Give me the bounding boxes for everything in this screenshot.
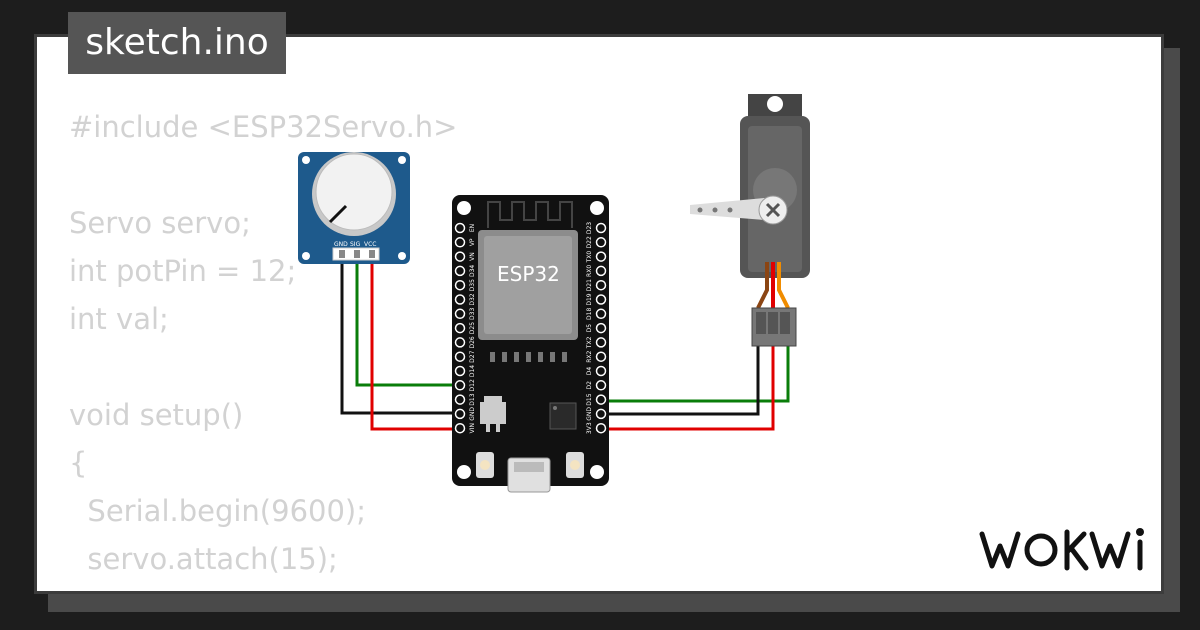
antenna-trace <box>487 201 573 228</box>
esp32-pin-label: D15 <box>586 393 593 405</box>
esp32-pin-label: VN <box>469 252 476 261</box>
servo-cable-brown <box>756 262 769 309</box>
wire-pot-sig-to-d12[interactable] <box>355 255 460 387</box>
pot-pin-label-vcc: VCC <box>364 241 376 248</box>
esp32-pin-label: D27 <box>469 350 476 362</box>
esp32-pin-label: TX0 <box>586 251 593 264</box>
code-line: int val; <box>69 302 169 336</box>
esp32-pin-label: D2 <box>586 381 593 390</box>
esp32-pin-right[interactable] <box>595 337 607 348</box>
esp32-pin-right[interactable] <box>595 222 607 234</box>
esp32-pin-left[interactable] <box>454 294 466 305</box>
esp32-pin-left[interactable] <box>454 279 466 291</box>
esp32-pin-label: D4 <box>586 367 593 376</box>
esp32-pin-left[interactable] <box>454 308 466 320</box>
esp32-pin-label: VP <box>469 238 476 246</box>
esp32-pin-label: D22 <box>586 236 593 248</box>
esp32-board[interactable]: ESP32 ENVPVND34D35D32D33D25D26D27D14D12D… <box>452 195 609 493</box>
pot-pin-label-sig: SIG <box>350 241 361 248</box>
esp32-pin-label: D33 <box>469 307 476 319</box>
esp32-pin-left[interactable] <box>454 394 466 405</box>
code-line: } <box>69 583 457 591</box>
code-line: Serial.begin(9600); <box>69 494 367 528</box>
esp32-pin-label: D18 <box>586 307 593 319</box>
esp32-pin-right[interactable] <box>595 408 607 420</box>
esp32-pin-label: D21 <box>586 279 593 291</box>
code-line: void setup() <box>69 398 244 432</box>
potentiometer[interactable]: GND SIG VCC <box>298 152 410 264</box>
esp32-pin-left[interactable] <box>454 322 466 334</box>
esp32-pin-label: RX2 <box>586 350 593 362</box>
voltage-regulator <box>480 402 506 424</box>
esp32-pin-label: 3V3 <box>586 422 593 434</box>
servo-horn[interactable] <box>690 198 782 220</box>
esp32-pin-label: D5 <box>586 324 593 333</box>
esp32-pin-label: D23 <box>586 222 593 234</box>
wire-servo-signal-to-d15[interactable] <box>602 342 790 403</box>
wire-pot-gnd-to-gnd[interactable] <box>340 255 460 415</box>
esp32-pin-right[interactable] <box>595 365 607 377</box>
pot-pin-label-gnd: GND <box>334 241 348 248</box>
wire-servo-gnd-to-gnd[interactable] <box>602 342 760 416</box>
esp32-pin-label: GND <box>469 407 476 421</box>
esp32-pin-label: D12 <box>469 379 476 391</box>
esp32-pin-label: D34 <box>469 265 476 277</box>
esp32-pin-left[interactable] <box>454 365 466 377</box>
wire-servo-vcc-to-3v3[interactable] <box>602 342 775 431</box>
esp32-pin-label: D35 <box>469 279 476 291</box>
esp32-pin-label: VIN <box>469 423 476 433</box>
wire-pot-vcc-to-vin[interactable] <box>370 255 460 431</box>
esp32-pin-label: D25 <box>469 322 476 334</box>
esp32-pin-label: EN <box>469 224 476 232</box>
esp32-pin-left[interactable] <box>454 222 466 234</box>
esp32-pin-left[interactable] <box>454 237 466 248</box>
esp32-pin-left[interactable] <box>454 422 466 434</box>
esp32-pin-right[interactable] <box>595 422 607 434</box>
code-preview: #include <ESP32Servo.h> Servo servo; int… <box>69 103 458 591</box>
wokwi-logo <box>979 528 1144 571</box>
esp32-pin-left[interactable] <box>454 251 466 262</box>
esp32-pin-left[interactable] <box>454 351 466 362</box>
code-line: #include <ESP32Servo.h> <box>69 110 458 144</box>
esp32-pin-left[interactable] <box>454 265 466 277</box>
code-line: Servo servo; <box>69 206 251 240</box>
esp32-pin-label: D14 <box>469 365 476 377</box>
esp32-pin-label: D26 <box>469 336 476 348</box>
esp32-pin-right[interactable] <box>595 294 607 305</box>
esp32-pin-right[interactable] <box>595 279 607 291</box>
esp32-pin-label: D32 <box>469 293 476 305</box>
filename-tab[interactable]: sketch.ino <box>68 12 286 74</box>
esp32-pin-label: D19 <box>586 293 593 305</box>
esp32-pin-right[interactable] <box>595 380 607 391</box>
servo-motor[interactable] <box>690 94 810 347</box>
esp32-pin-left[interactable] <box>454 337 466 348</box>
esp32-pin-right[interactable] <box>595 237 607 248</box>
esp32-pin-right[interactable] <box>595 351 607 362</box>
esp32-pin-left[interactable] <box>454 380 466 391</box>
esp32-pin-label: RX0 <box>586 265 593 277</box>
esp32-pin-label: D13 <box>469 393 476 405</box>
esp32-pin-right[interactable] <box>595 251 607 262</box>
wires <box>340 255 790 431</box>
code-line: int potPin = 12; <box>69 254 297 288</box>
esp32-pin-right[interactable] <box>595 265 607 277</box>
code-line: servo.attach(15); <box>69 542 338 576</box>
servo-cable-orange <box>777 262 790 309</box>
esp32-pin-right[interactable] <box>595 394 607 405</box>
esp32-pin-label: TX2 <box>586 336 593 349</box>
esp32-pin-left[interactable] <box>454 408 466 420</box>
esp32-pin-right[interactable] <box>595 308 607 320</box>
potentiometer-knob[interactable] <box>315 153 393 231</box>
esp32-pin-label: GND <box>586 407 593 421</box>
code-line: { <box>69 446 88 480</box>
esp32-pin-right[interactable] <box>595 322 607 334</box>
esp32-chip-label: ESP32 <box>497 262 560 286</box>
